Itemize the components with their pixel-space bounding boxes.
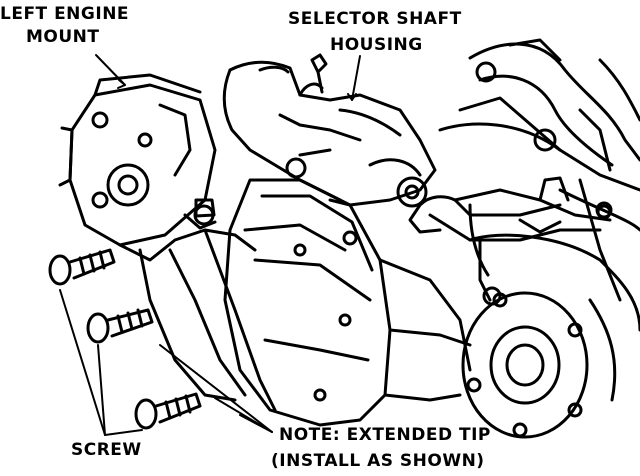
leader-lines — [59, 54, 361, 436]
shift-linkage — [408, 176, 612, 306]
screw-upper — [48, 248, 116, 286]
selector-shaft-housing — [222, 53, 437, 208]
note-label-line2: (INSTALL AS SHOWN) — [271, 451, 485, 471]
left-engine-mount — [58, 73, 217, 247]
selector-shaft-housing-label-line1: SELECTOR SHAFT — [288, 9, 462, 29]
round-cover — [461, 291, 617, 439]
left-engine-mount-label-line1: LEFT ENGINE — [0, 4, 130, 24]
left-engine-mount-label-line2: MOUNT — [26, 27, 100, 47]
screw-label: SCREW — [71, 440, 142, 460]
screw-middle — [86, 308, 154, 344]
note-label-line1: NOTE: EXTENDED TIP — [279, 425, 491, 445]
case-front-plate — [223, 157, 472, 427]
transmission-housing — [438, 38, 640, 332]
mount-bracket — [118, 198, 277, 412]
screw-lower — [134, 392, 202, 430]
selector-shaft-housing-label-line2: HOUSING — [330, 35, 423, 55]
